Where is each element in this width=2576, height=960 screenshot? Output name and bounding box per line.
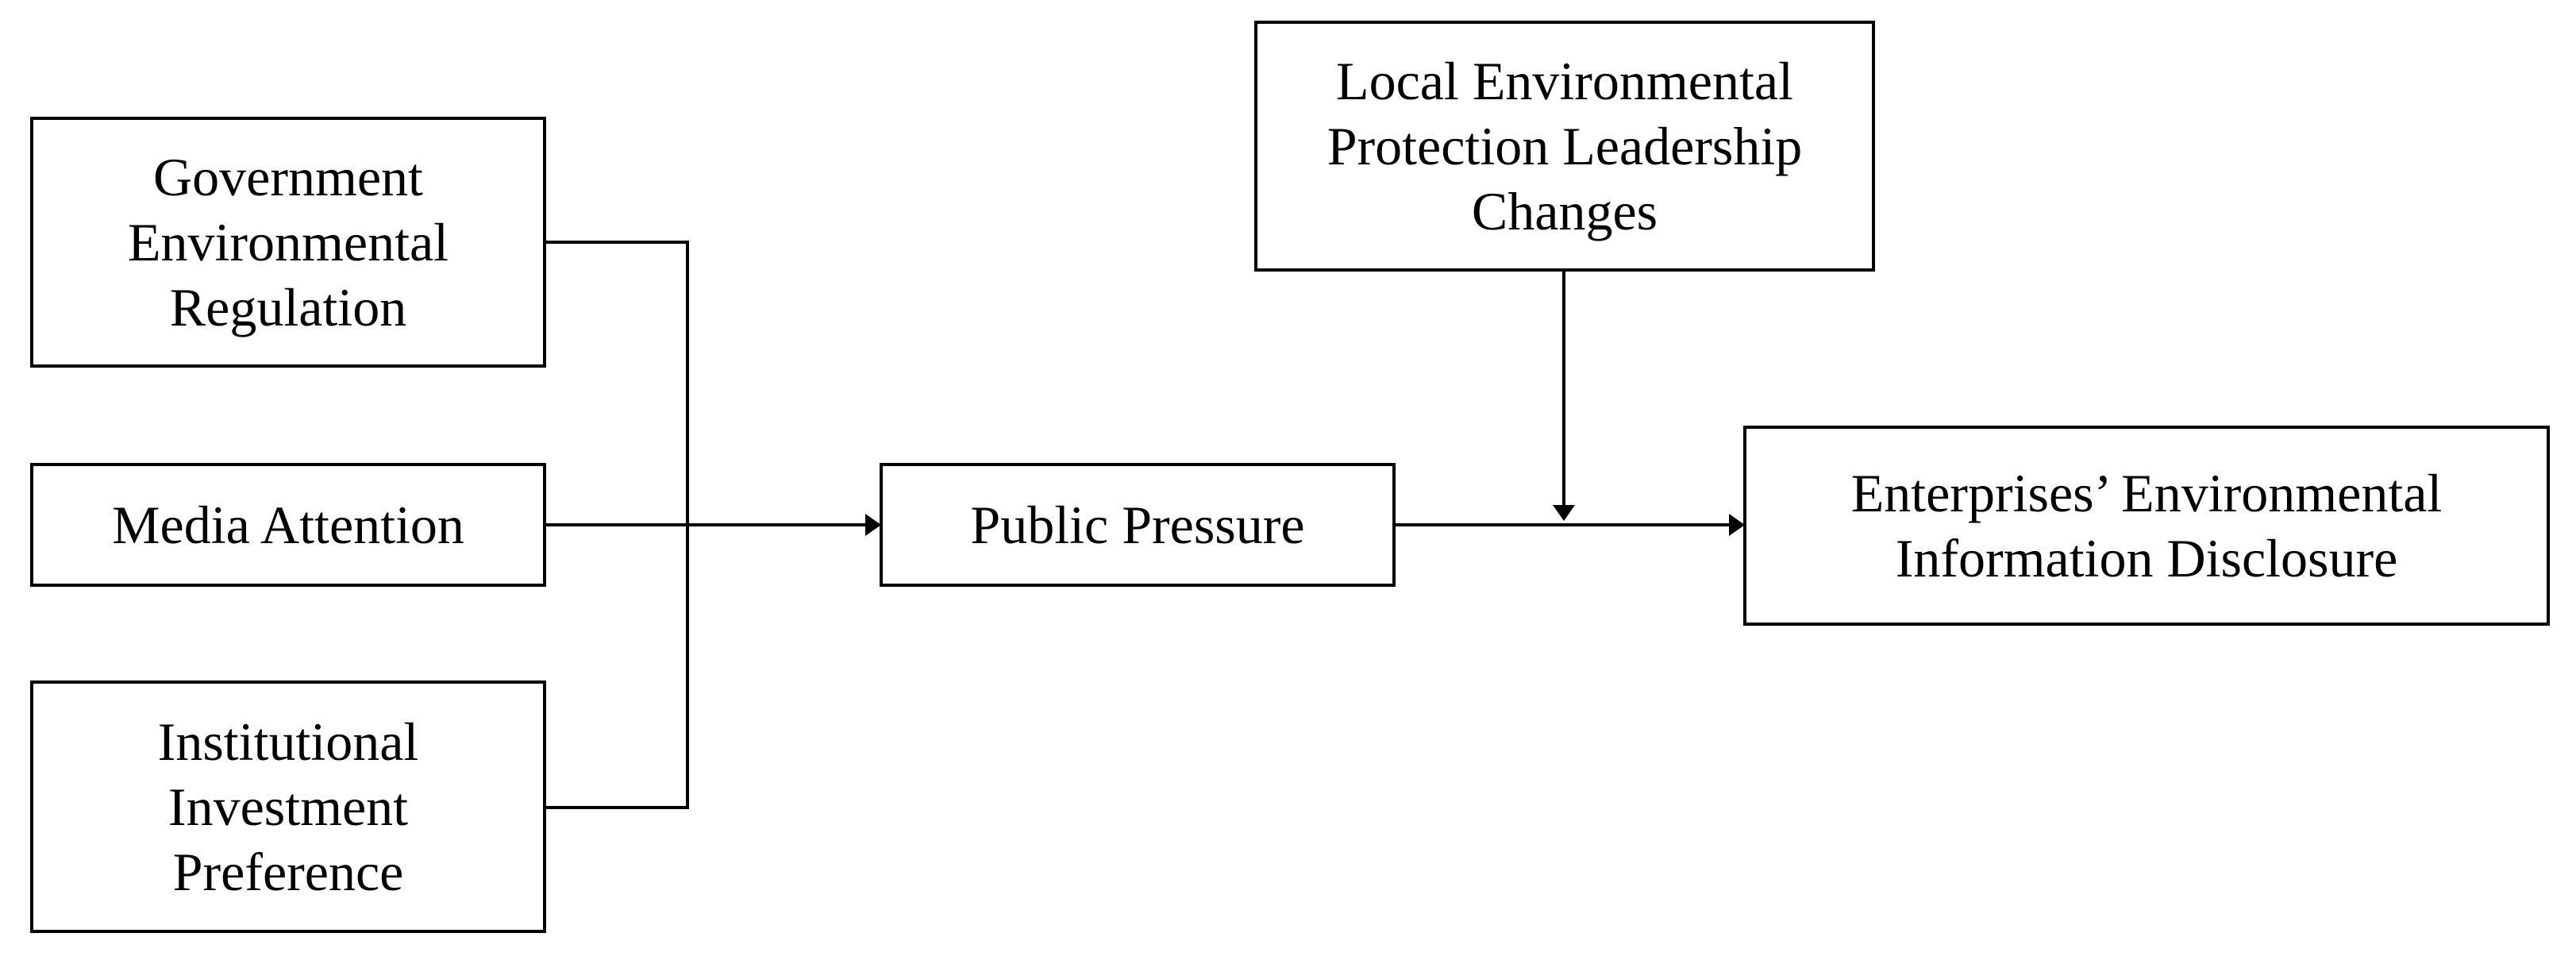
node-government-environmental-regulation: Government Environmental Regulation: [30, 117, 546, 368]
node-label: Enterprises’ Environmental Information D…: [1850, 463, 2443, 588]
node-enterprises-environmental-information-disclosure: Enterprises’ Environmental Information D…: [1743, 426, 2550, 626]
arrowhead-public-pressure: [865, 514, 881, 536]
node-label: Local Environmental Protection Leadershi…: [1327, 51, 1803, 241]
arrowhead-moderator: [1553, 505, 1575, 521]
node-label: Media Attention: [112, 495, 464, 555]
node-public-pressure: Public Pressure: [880, 463, 1396, 587]
node-institutional-investment-preference: Institutional Investment Preference: [30, 680, 546, 933]
arrowhead-disclosure: [1729, 514, 1745, 536]
node-media-attention: Media Attention: [30, 463, 546, 587]
node-label: Government Environmental Regulation: [127, 147, 449, 337]
node-label: Public Pressure: [970, 495, 1305, 555]
node-local-environmental-protection-leadership-changes: Local Environmental Protection Leadershi…: [1254, 21, 1875, 272]
node-label: Institutional Investment Preference: [157, 711, 419, 902]
